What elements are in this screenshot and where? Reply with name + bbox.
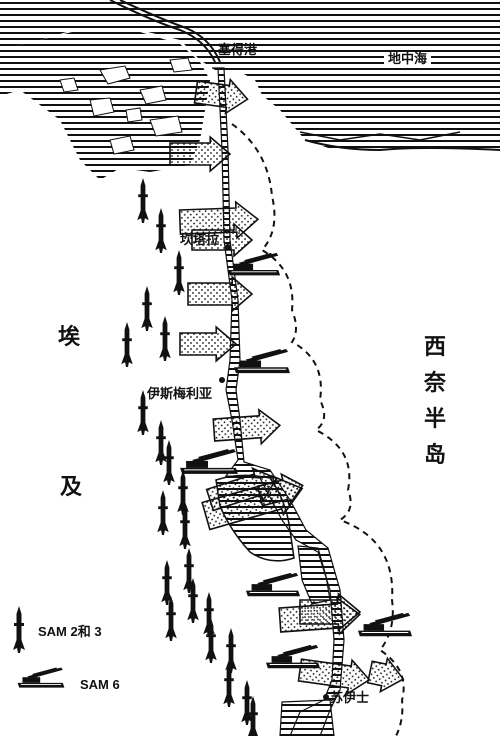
- sam23-missile-icon: [121, 322, 133, 368]
- sinai-label-2: 奈: [424, 370, 447, 396]
- crossing-arrow: [299, 592, 362, 632]
- crossing-arrow: [193, 77, 249, 115]
- legend-sam6-label: SAM 6: [80, 677, 120, 692]
- sam23-missile-icon: [137, 178, 149, 224]
- crossing-arrow: [366, 656, 405, 694]
- lake-islands: [59, 57, 193, 155]
- crossing-arrow: [187, 275, 254, 313]
- nile-branch: [109, 0, 216, 63]
- crossing-arrow: [191, 222, 254, 258]
- sam6-launchers: [179, 252, 413, 669]
- suez-label: 苏伊士: [330, 691, 370, 706]
- gulf-of-suez: [279, 699, 335, 736]
- sam6-launcher-icon: [265, 644, 321, 669]
- sam23-missile-icon: [163, 440, 175, 486]
- legend-sam23-label: SAM 2和 3: [38, 624, 102, 639]
- ismailia-label: 伊斯梅利亚: [147, 387, 213, 402]
- sam23-missile-icon: [159, 316, 171, 362]
- crossing-arrow: [212, 408, 282, 446]
- sinai-coast: [304, 139, 500, 152]
- sam6-launcher-icon: [245, 572, 301, 597]
- sam23-missile-icon: [157, 490, 169, 536]
- egypt-label-2: 及: [60, 474, 83, 500]
- qantara-label: 坎塔拉: [180, 233, 220, 248]
- sam6-launcher-icon: [227, 252, 281, 276]
- crossing-arrow: [169, 135, 232, 173]
- sinai-label-1: 西: [424, 334, 447, 360]
- legend-launcher-icon: [17, 667, 65, 689]
- legend-missile-icon: [13, 606, 25, 653]
- crossing-arrows: [169, 77, 405, 696]
- sam23-missile-icon: [173, 250, 185, 296]
- sam6-launcher-icon: [233, 348, 291, 374]
- sam23-missile-icon: [155, 208, 167, 254]
- sam23-missile-icon: [179, 504, 191, 550]
- sinai-label-4: 岛: [424, 442, 447, 468]
- sam23-missile-icon: [141, 286, 153, 332]
- sinai-label-3: 半: [424, 406, 447, 432]
- crossing-arrow: [179, 325, 238, 363]
- mediterranean-sea: [0, 0, 500, 152]
- port-said-label: 塞得港: [218, 43, 258, 58]
- crossing-arrow: [256, 472, 304, 508]
- sam23-missile-icon: [177, 470, 189, 516]
- mediterranean-label: 地中海: [384, 52, 432, 67]
- sam6-launcher-icon: [179, 448, 239, 475]
- sam23-missile-icon: [225, 628, 237, 674]
- town-markers: [219, 244, 329, 700]
- sam6-launcher-icon: [357, 612, 413, 637]
- egypt-label-1: 埃: [58, 324, 81, 350]
- sam23-missile-icon: [223, 662, 235, 708]
